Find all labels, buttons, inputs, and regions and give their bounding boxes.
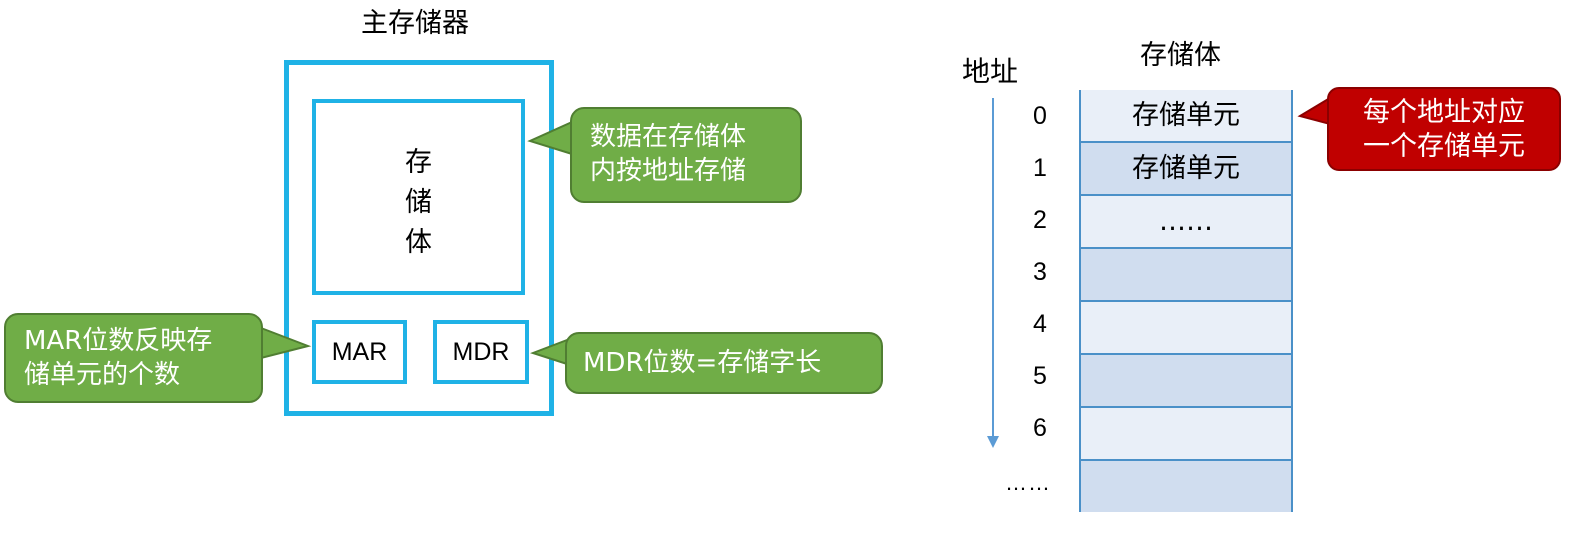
main-memory-title: 主存储器	[361, 8, 469, 39]
storage-cell: 存储单元	[1081, 90, 1291, 143]
mar-register: MAR	[312, 320, 407, 384]
storage-body-label: 存 储 体	[316, 143, 521, 263]
mar-callout-pointer	[260, 326, 312, 360]
storage-body-char: 体	[405, 227, 432, 258]
address-callout: 每个地址对应 一个存储单元	[1327, 87, 1561, 171]
storage-cell	[1081, 249, 1291, 302]
address-header: 地址	[962, 55, 1019, 88]
mdr-callout: MDR位数=存储字长	[565, 332, 883, 394]
mdr-callout-pointer	[529, 338, 568, 366]
address-number: 3	[1033, 258, 1047, 286]
address-number: 4	[1033, 310, 1047, 338]
main-memory-box	[284, 60, 554, 416]
storage-callout-line1: 数据在存储体	[590, 122, 747, 152]
address-callout-pointer	[1297, 96, 1331, 126]
mdr-register: MDR	[433, 320, 529, 384]
address-arrow-head	[987, 436, 999, 448]
mar-callout-line1: MAR位数反映存	[24, 326, 213, 356]
storage-cell	[1081, 408, 1291, 461]
mar-callout: MAR位数反映存 储单元的个数	[4, 313, 263, 403]
storage-body-header: 存储体	[1140, 40, 1221, 71]
storage-cell: ……	[1081, 196, 1291, 249]
storage-cell	[1081, 302, 1291, 355]
address-number: 2	[1033, 206, 1047, 234]
storage-body-table: 存储单元 存储单元 ……	[1079, 90, 1293, 512]
address-callout-line2: 一个存储单元	[1363, 131, 1525, 162]
storage-callout-line2: 内按地址存储	[590, 156, 747, 186]
storage-cell	[1081, 461, 1291, 512]
address-callout-line1: 每个地址对应	[1363, 97, 1525, 128]
mar-callout-line2: 储单元的个数	[24, 360, 181, 390]
storage-cell: 存储单元	[1081, 143, 1291, 196]
storage-callout-pointer	[527, 120, 573, 156]
address-number: 6	[1033, 414, 1047, 442]
address-number: 1	[1033, 154, 1047, 182]
storage-body-box: 存 储 体	[312, 99, 525, 295]
storage-callout: 数据在存储体 内按地址存储	[570, 107, 802, 203]
address-ellipsis: ……	[1005, 470, 1051, 495]
storage-body-char: 存	[405, 147, 432, 178]
storage-cell	[1081, 355, 1291, 408]
mdr-callout-text: MDR位数=存储字长	[583, 348, 822, 378]
address-number: 0	[1033, 102, 1047, 130]
address-number: 5	[1033, 362, 1047, 390]
storage-body-char: 储	[405, 187, 432, 218]
